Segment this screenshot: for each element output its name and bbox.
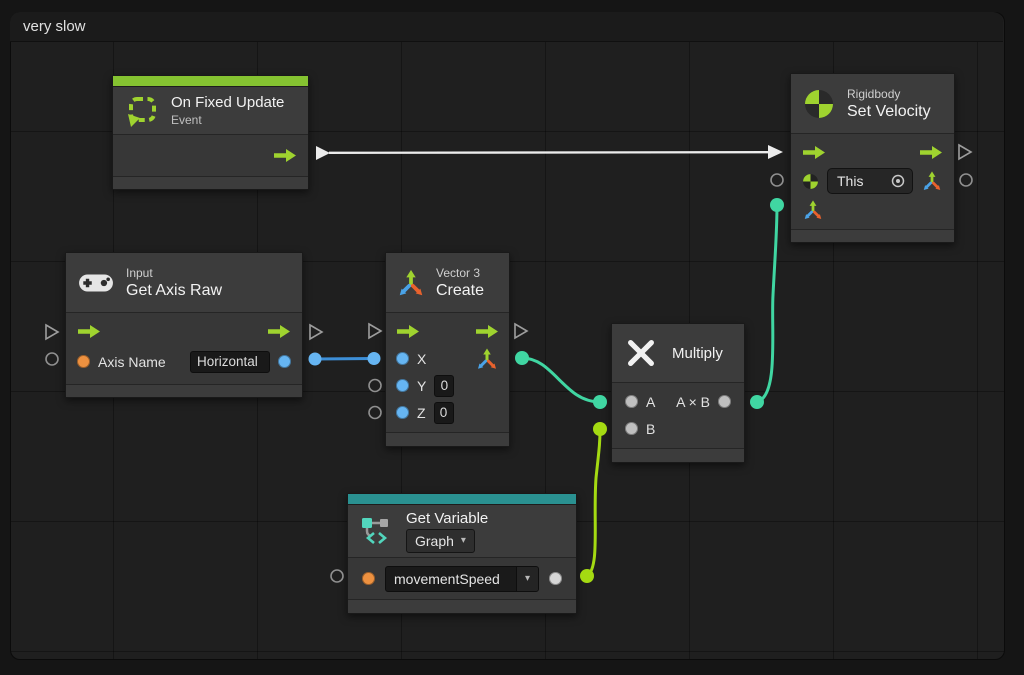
flow-out-arrow-icon[interactable] [475, 324, 499, 339]
node-footer [791, 229, 954, 242]
rigidbody-target-port-icon[interactable] [802, 173, 819, 190]
vector3-create-header[interactable]: Vector 3 Create [386, 253, 509, 313]
selection-highlight-bar [113, 76, 308, 87]
dropdown-caret-icon[interactable]: ▾ [516, 566, 538, 591]
variable-icon [362, 518, 388, 544]
y-input-port[interactable] [396, 379, 409, 392]
node-title: Create [436, 281, 485, 299]
node-category: Rigidbody [847, 86, 901, 101]
node-title: On Fixed Update [171, 94, 285, 111]
variable-kind-bar [348, 494, 576, 505]
node-footer [66, 384, 302, 397]
variable-name-value: movementSpeed [394, 570, 500, 587]
on-fixed-update-header[interactable]: On Fixed Update Event [113, 87, 308, 135]
variable-object-port[interactable] [362, 572, 375, 585]
flow-in-arrow-icon[interactable] [802, 145, 826, 160]
node-get-axis-raw[interactable]: Input Get Axis Raw Axis Name [65, 252, 303, 398]
flow-out-arrow-icon[interactable] [273, 148, 297, 163]
target-icon[interactable] [890, 173, 906, 189]
node-title: Get Variable [406, 509, 489, 527]
vector3-out-port-icon[interactable] [475, 347, 499, 371]
node-multiply[interactable]: Multiply A A × B B [611, 323, 745, 463]
graph-title: very slow [10, 12, 1003, 42]
multiply-header[interactable]: Multiply [612, 324, 744, 383]
node-category: Input [126, 265, 153, 280]
axis-result-port[interactable] [278, 355, 291, 368]
y-label: Y [417, 377, 427, 394]
get-variable-header[interactable]: Get Variable Graph ▾ [348, 505, 576, 558]
a-label: A [646, 393, 656, 410]
velocity-value-out-vector3-icon[interactable] [921, 170, 943, 192]
x-label: X [417, 350, 427, 367]
node-subtitle: Event [171, 113, 202, 127]
b-label: B [646, 420, 656, 437]
set-velocity-header[interactable]: Rigidbody Set Velocity [791, 74, 954, 134]
variable-scope-value: Graph [415, 532, 454, 549]
node-footer [612, 448, 744, 462]
y-value-input[interactable] [434, 374, 455, 397]
variable-scope-dropdown[interactable]: Graph ▾ [406, 528, 475, 553]
node-set-velocity[interactable]: Rigidbody Set Velocity This [790, 73, 955, 243]
vector3-icon [399, 269, 423, 295]
dropdown-caret-icon: ▾ [460, 535, 466, 546]
flow-out-arrow-icon[interactable] [267, 324, 291, 339]
z-input-port[interactable] [396, 406, 409, 419]
flow-in-arrow-icon[interactable] [77, 324, 101, 339]
node-title: Set Velocity [847, 102, 931, 120]
axis-name-input[interactable] [190, 350, 270, 373]
multiply-result-port[interactable] [718, 395, 731, 408]
x-input-port[interactable] [396, 352, 409, 365]
multiply-a-port[interactable] [625, 395, 638, 408]
node-category: Vector 3 [436, 265, 481, 280]
target-object-value: This [837, 173, 864, 189]
axis-name-label: Axis Name [98, 353, 166, 370]
z-value-input[interactable] [433, 401, 454, 424]
variable-value-out-port[interactable] [549, 572, 562, 585]
gamepad-icon [79, 274, 113, 291]
node-footer [386, 432, 509, 446]
rigidbody-icon [805, 89, 833, 118]
update-event-icon [128, 96, 156, 127]
flow-in-arrow-icon[interactable] [396, 324, 420, 339]
node-on-fixed-update[interactable]: On Fixed Update Event [112, 75, 309, 190]
get-axis-raw-header[interactable]: Input Get Axis Raw [66, 253, 302, 313]
node-footer [113, 176, 308, 189]
node-footer [348, 599, 576, 613]
target-object-field[interactable]: This [827, 168, 913, 194]
node-title: Get Axis Raw [126, 281, 223, 299]
node-get-variable[interactable]: Get Variable Graph ▾ movementSpeed ▾ [347, 493, 577, 614]
variable-name-dropdown[interactable]: movementSpeed ▾ [385, 565, 539, 592]
flow-out-arrow-icon[interactable] [919, 145, 943, 160]
multiply-b-port[interactable] [625, 422, 638, 435]
node-title: Multiply [672, 344, 723, 362]
z-label: Z [417, 404, 426, 421]
velocity-vector3-in-port-icon[interactable] [802, 199, 824, 221]
result-label: A × B [676, 393, 710, 410]
node-vector3-create[interactable]: Vector 3 Create X [385, 252, 510, 447]
multiply-icon [628, 340, 654, 366]
axis-name-port[interactable] [77, 355, 90, 368]
